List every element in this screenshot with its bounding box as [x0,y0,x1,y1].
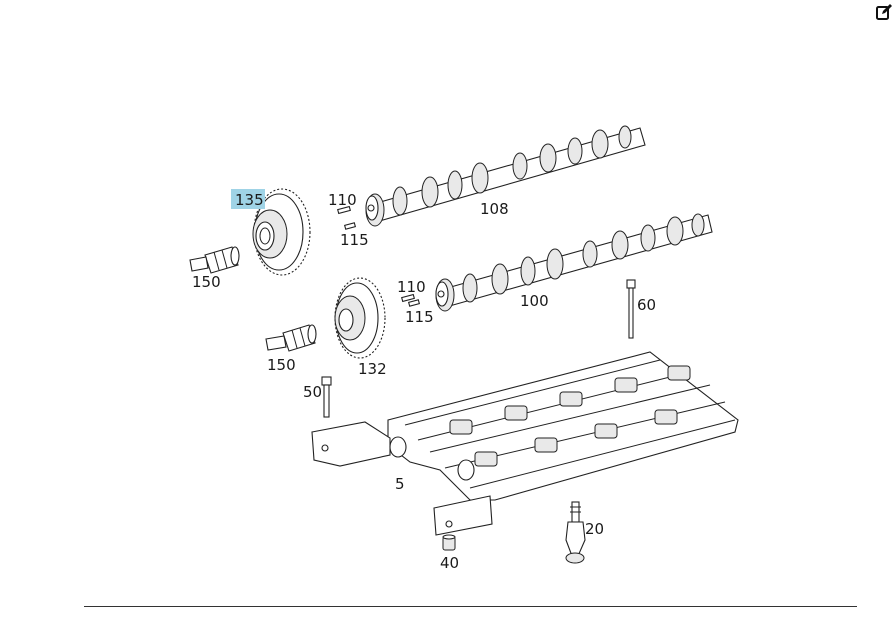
label-115-upper[interactable]: 115 [340,231,369,249]
label-108[interactable]: 108 [480,200,509,218]
label-60[interactable]: 60 [637,296,656,314]
label-135-highlight [231,189,265,209]
pin-115-lower[interactable] [407,299,421,307]
central-valve-150-upper[interactable] [189,246,240,274]
camshaft-adjuster-132[interactable] [334,277,386,359]
pin-110-upper[interactable] [337,205,351,215]
camshaft-108[interactable] [365,125,646,227]
label-150-upper[interactable]: 150 [192,273,221,291]
camshaft-100[interactable] [435,213,713,312]
camshaft-adjuster-135[interactable] [252,188,311,276]
sensor-20[interactable] [565,501,586,564]
bottom-divider [84,606,857,607]
label-135[interactable]: 135 [235,191,264,209]
label-110-lower[interactable]: 110 [397,278,426,296]
edit-icon [876,4,892,20]
label-115-lower[interactable]: 115 [405,308,434,326]
label-20[interactable]: 20 [585,520,604,538]
plug-40[interactable] [442,534,456,551]
bolt-50[interactable] [321,376,332,418]
label-5[interactable]: 5 [395,475,405,493]
pin-110-lower[interactable] [401,293,415,303]
label-132[interactable]: 132 [358,360,387,378]
label-150-lower[interactable]: 150 [267,356,296,374]
bolt-60[interactable] [626,279,636,339]
pin-115-upper[interactable] [343,222,357,230]
edit-button[interactable] [874,2,894,22]
label-50[interactable]: 50 [303,383,322,401]
label-40[interactable]: 40 [440,554,459,572]
label-100[interactable]: 100 [520,292,549,310]
label-110-upper[interactable]: 110 [328,191,357,209]
cylinder-head-5[interactable] [311,351,739,536]
central-valve-150-lower[interactable] [265,324,317,352]
